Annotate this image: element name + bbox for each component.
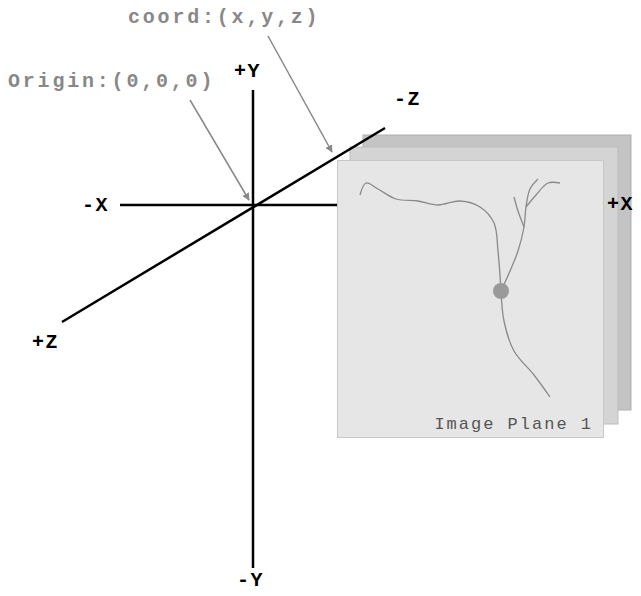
coord-label: coord:(x,y,z) (128, 8, 320, 28)
neuron-branch (360, 183, 501, 291)
axis-label: +X (607, 195, 634, 215)
neuron-soma (493, 283, 509, 299)
origin-label: Origin:(0,0,0) (8, 72, 215, 92)
neuron-drawing (338, 161, 605, 439)
image-plane: Image Plane 1 (337, 160, 604, 438)
neuron-branch (501, 291, 550, 397)
axis-label: -Y (237, 571, 264, 591)
coord-leader (268, 36, 332, 152)
origin-leader (190, 100, 249, 200)
axis-label: -Z (394, 90, 421, 110)
y-axis (252, 90, 255, 568)
neuron-branch (514, 197, 524, 227)
axis-label: +Y (234, 62, 261, 82)
plane-label: Image Plane 1 (434, 416, 593, 435)
axis-label: -X (82, 196, 109, 216)
neuron-branch (526, 182, 560, 207)
axis-label: +Z (32, 333, 59, 353)
neuron-branch (501, 179, 538, 291)
